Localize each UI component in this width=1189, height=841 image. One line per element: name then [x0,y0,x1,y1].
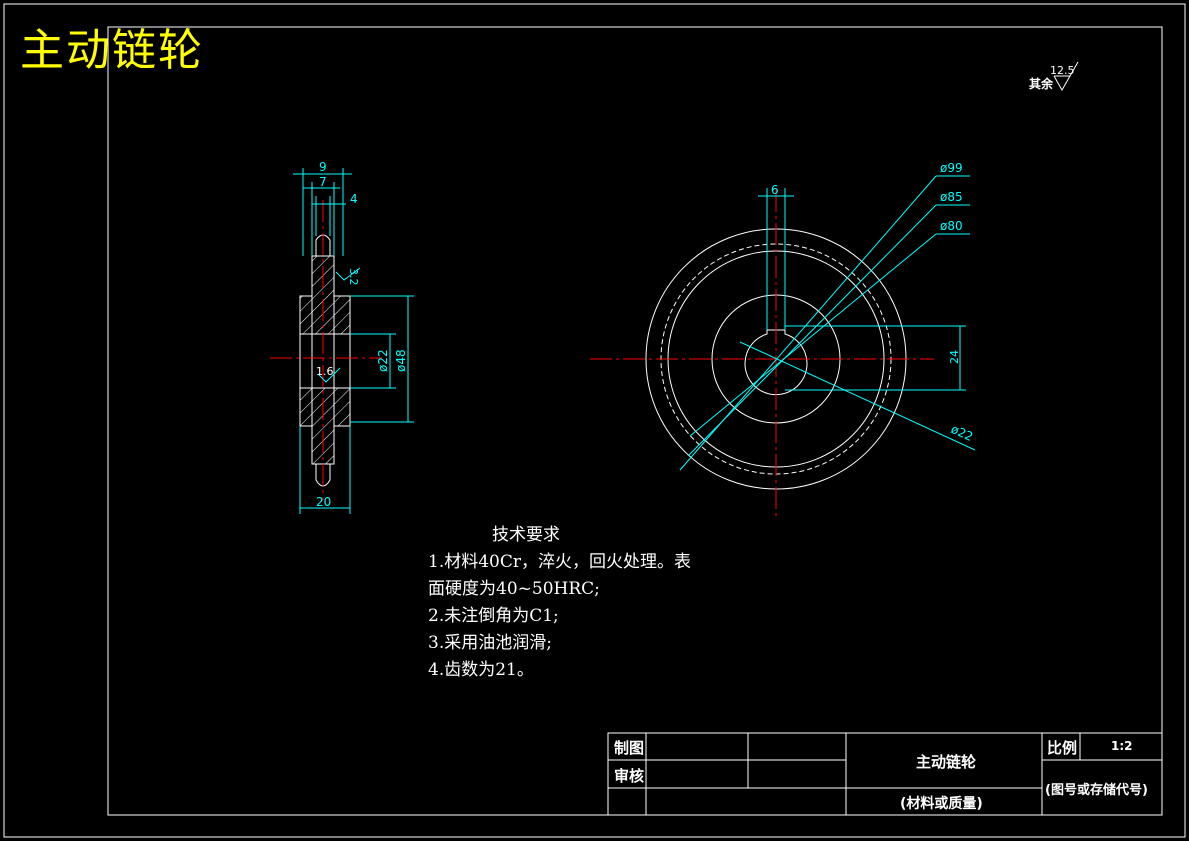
dim-24: 24 [948,350,961,364]
dim-7: 7 [319,175,327,189]
dim-4: 4 [350,192,358,206]
dim-dia-85: ø85 [940,190,963,204]
dim-dia-22-front: ø22 [949,422,975,444]
tech-heading: 技术要求 [492,525,560,545]
dim-9: 9 [319,160,327,174]
dim-dia-80: ø80 [940,219,963,233]
inner-frame [107,26,1163,816]
dim-dia-22-side: ø22 [376,349,390,372]
scale-label: 比例 [1047,739,1078,757]
roughness-3-2: 3.2 [347,268,360,286]
material-label: (材料或质量) [900,796,983,812]
tech-line: 1.材料40Cr，淬火，回火处理。表 [428,552,691,572]
dim-dia-48: ø48 [394,349,408,372]
dim-dia-99: ø99 [940,161,963,175]
checked-by-label: 审核 [614,767,645,785]
tech-line: 2.未注倒角为C1; [428,606,559,626]
tech-line: 面硬度为40~50HRC; [428,579,600,599]
front-view: 6 ø99 ø85 ø80 ø22 24 [590,161,976,520]
tech-line: 3.采用油池润滑; [428,633,552,653]
dim-key-6: 6 [771,183,779,197]
svg-text:其余: 其余 [1029,76,1054,91]
part-name: 主动链轮 [916,753,977,771]
title-block-grid [607,732,1163,816]
side-view: 9 7 4 3.2 1.6 ø22 ø48 20 [270,160,414,514]
svg-text:12.5: 12.5 [1050,64,1075,77]
surface-finish-symbol: 其余 12.5 [1029,61,1079,92]
outer-frame [3,3,1186,838]
tech-line: 4.齿数为21。 [428,660,534,680]
roughness-1-6: 1.6 [316,365,334,378]
drawn-by-label: 制图 [614,739,645,757]
technical-requirements: 技术要求 1.材料40Cr，淬火，回火处理。表 面硬度为40~50HRC; 2.… [428,522,691,684]
dim-20: 20 [316,495,331,509]
drawing-title: 主动链轮 [20,25,204,76]
scale-value: 1:2 [1111,739,1133,753]
drawing-number: (图号或存储代号) [1045,783,1148,798]
